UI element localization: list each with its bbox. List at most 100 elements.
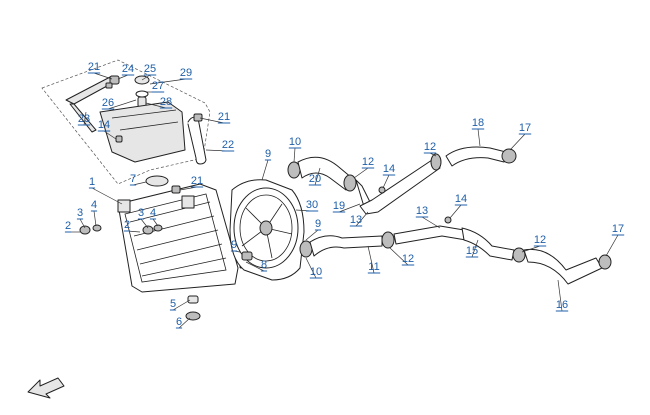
hose-11 xyxy=(309,235,383,257)
callout-number: 26 xyxy=(102,97,114,109)
reservoir-cap-screw xyxy=(109,75,120,85)
callout-number: 18 xyxy=(472,117,484,129)
hose-clamp-17-lower xyxy=(598,254,612,270)
callout-number: 1 xyxy=(89,176,95,188)
callout-leader-21 xyxy=(93,72,113,80)
callout-leader-23 xyxy=(83,111,87,126)
callout-15: 15 xyxy=(465,245,479,258)
callout-leader-18 xyxy=(477,128,481,147)
callout-12: 12 xyxy=(423,141,437,154)
hose-clamp-17-upper xyxy=(501,148,517,164)
callout-leader-17 xyxy=(509,133,526,151)
callout-leader-17 xyxy=(605,234,619,257)
callout-13: 13 xyxy=(415,205,429,218)
fan-hub xyxy=(259,220,273,236)
bleed-screw-14-lower xyxy=(444,216,452,224)
fan-mount xyxy=(241,251,253,261)
radiator-filler-neck xyxy=(171,185,181,194)
callout-21: 21 xyxy=(217,111,231,124)
callout-number: 12 xyxy=(402,253,414,265)
callout-number: 21 xyxy=(88,61,100,73)
callout-number: 3 xyxy=(138,207,144,219)
callout-20: 20 xyxy=(308,173,322,186)
callout-number: 4 xyxy=(150,207,156,219)
reservoir-clip xyxy=(105,82,113,89)
cooling-fan xyxy=(229,179,305,281)
callout-leader-12 xyxy=(521,245,541,253)
callout-number: 28 xyxy=(160,96,172,108)
hose-clamp-12-right xyxy=(512,247,526,263)
callout-number: 6 xyxy=(176,316,182,328)
callout-leader-13 xyxy=(355,211,369,227)
callout-leader-20 xyxy=(314,167,321,186)
reservoir-group xyxy=(41,59,211,185)
callout-leader-10 xyxy=(293,147,296,163)
callout-16: 16 xyxy=(555,299,569,312)
callout-10: 10 xyxy=(288,136,302,149)
callout-3: 3 xyxy=(76,207,84,220)
callout-leader-28 xyxy=(145,102,167,109)
callout-number: 15 xyxy=(466,245,478,257)
reservoir-group-outline xyxy=(41,59,211,185)
callout-leader-15 xyxy=(471,239,479,258)
callout-leader-9 xyxy=(305,229,319,241)
callout-14: 14 xyxy=(382,163,396,176)
callout-number: 3 xyxy=(77,207,83,219)
callout-8: 8 xyxy=(260,259,268,272)
radiator-grommet xyxy=(187,295,199,304)
reservoir-tank xyxy=(99,101,186,163)
callout-leader-12 xyxy=(353,167,369,179)
callout-number: 12 xyxy=(424,141,436,153)
callout-number: 8 xyxy=(261,259,267,271)
radiator-body xyxy=(117,183,239,293)
pipe-13 xyxy=(393,225,467,245)
callout-12: 12 xyxy=(401,253,415,266)
radiator-mount-bracket-right xyxy=(181,195,195,209)
bushing-left-lower xyxy=(153,224,163,232)
callout-5: 5 xyxy=(169,298,177,311)
callout-number: 16 xyxy=(556,299,568,311)
radiator-fin-line-3 xyxy=(136,229,219,251)
callout-number: 9 xyxy=(265,148,271,160)
callout-19: 19 xyxy=(332,200,346,213)
callout-22: 22 xyxy=(221,139,235,152)
callout-leader-14 xyxy=(449,204,462,219)
radiator-fin-line-5 xyxy=(141,257,227,277)
fwd-arrow-shape xyxy=(27,377,65,399)
callout-leader-3 xyxy=(79,218,86,229)
callout-number: 9 xyxy=(231,239,237,251)
callout-number: 4 xyxy=(91,199,97,211)
callout-number: 23 xyxy=(78,113,90,125)
callout-leader-24 xyxy=(117,74,129,80)
callout-6: 6 xyxy=(175,316,183,329)
callout-number: 17 xyxy=(519,122,531,134)
callout-number: 10 xyxy=(289,136,301,148)
washer-left-lower xyxy=(142,225,154,235)
callout-11: 11 xyxy=(367,261,381,274)
hose-clamp-20-pipe xyxy=(343,174,357,192)
callout-number: 9 xyxy=(315,218,321,230)
callout-leader-13 xyxy=(421,216,441,229)
radiator-cap xyxy=(145,175,169,187)
callout-9: 9 xyxy=(264,148,272,161)
callout-leader-29 xyxy=(149,78,187,85)
hose-clamp-12-lower xyxy=(381,231,395,249)
radiator-bottom-mount xyxy=(185,311,201,321)
callout-number: 2 xyxy=(65,220,71,232)
callout-number: 12 xyxy=(534,234,546,246)
callout-number: 10 xyxy=(310,266,322,278)
radiator-core-outline xyxy=(124,193,227,283)
callout-number: 12 xyxy=(362,156,374,168)
callout-10: 10 xyxy=(309,266,323,279)
callout-29: 29 xyxy=(179,67,193,80)
callout-leader-14 xyxy=(382,174,390,189)
callout-23: 23 xyxy=(77,113,91,126)
hose-clamp-12-upper xyxy=(430,153,442,171)
callout-leader-16 xyxy=(557,279,563,312)
reservoir-bolt xyxy=(115,135,123,143)
callout-26: 26 xyxy=(101,97,115,110)
callout-leader-5 xyxy=(172,299,191,311)
callout-12: 12 xyxy=(361,156,375,169)
hose-18 xyxy=(445,146,507,167)
